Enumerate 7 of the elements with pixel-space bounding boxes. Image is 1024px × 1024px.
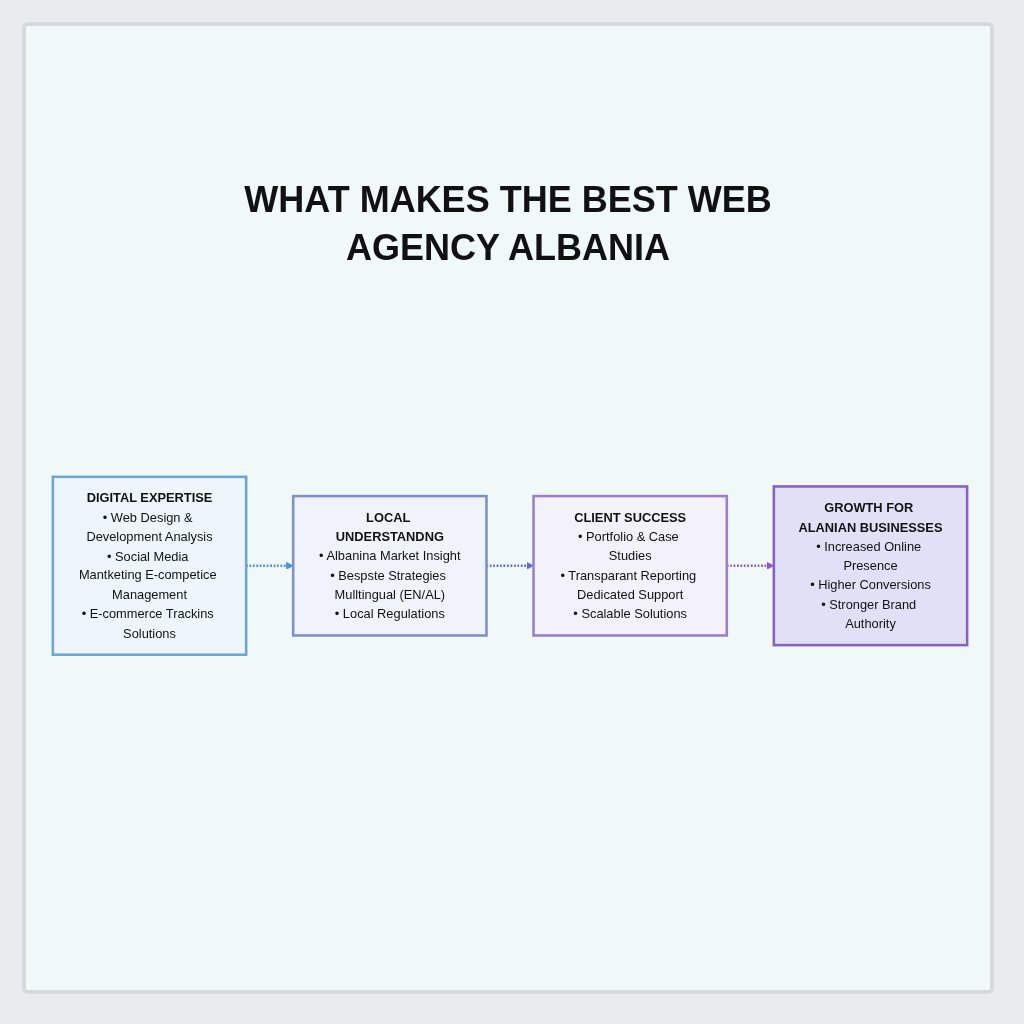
node-box <box>291 495 488 637</box>
whiteboard-frame: WHAT MAKES THE BEST WEB AGENCY ALBANIA DIGITAL EXPERTISE • Web Design & Development Analysis • Social Media Mantketing E-competice Management • E-commerce Trackins Solutions LOCAL UNDERSTANDNG • Albanina Market Insight • Bespste Strategies Mulltingual (EN/AL) • Local Regulations CLIENT SUCCESS • Portfolio & Case Studies • Transparant Reporting Dedicated Support • Scalable Solutions GROWTH FOR ALANIAN BUSINESSES • Increased Online Presence • Higher Conversions • Stronger Brand Authority <box>22 22 994 994</box>
node-box <box>51 475 248 657</box>
arrow <box>246 562 294 570</box>
diagram-title: WHAT MAKES THE BEST WEB AGENCY ALBANIA <box>243 178 773 270</box>
node-box <box>772 485 969 647</box>
node-box <box>532 495 729 637</box>
